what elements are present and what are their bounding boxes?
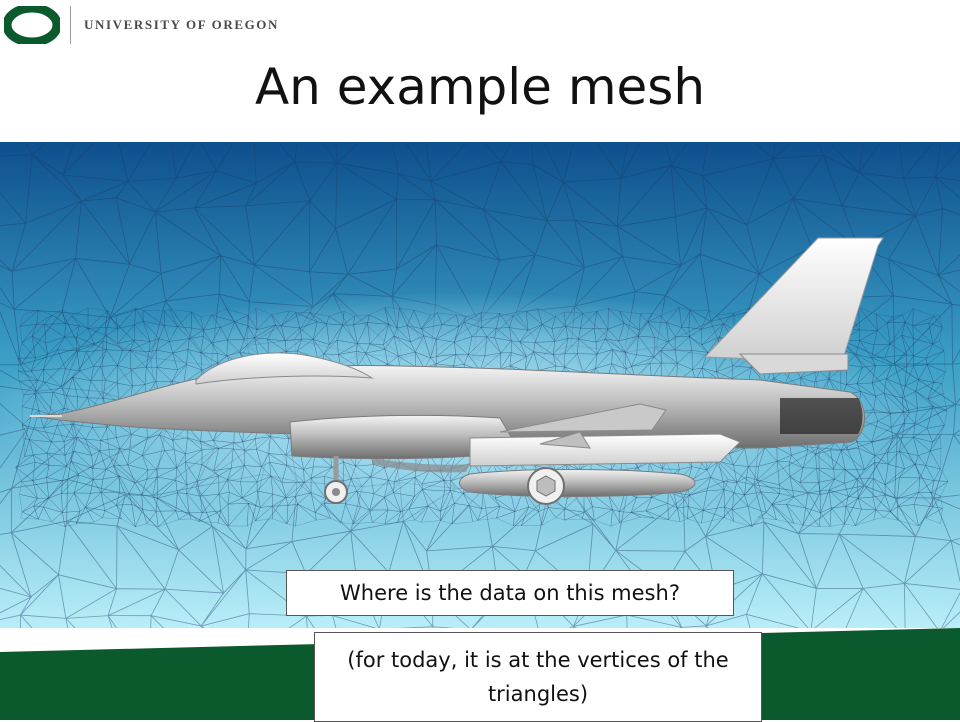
jet-fighter-icon [30, 237, 884, 505]
mesh-question-callout: Where is the data on this mesh? [286, 570, 734, 616]
university-logo: UNIVERSITY OF OREGON [0, 0, 277, 48]
mesh-image [0, 142, 960, 628]
mesh-figure [0, 142, 960, 628]
logo-text: UNIVERSITY OF OREGON [84, 17, 280, 32]
slide-title: An example mesh [254, 58, 706, 116]
oregon-o-icon [4, 6, 60, 44]
mesh-answer-callout: (for today, it is at the vertices of the… [314, 632, 762, 722]
logo-divider [70, 6, 71, 44]
